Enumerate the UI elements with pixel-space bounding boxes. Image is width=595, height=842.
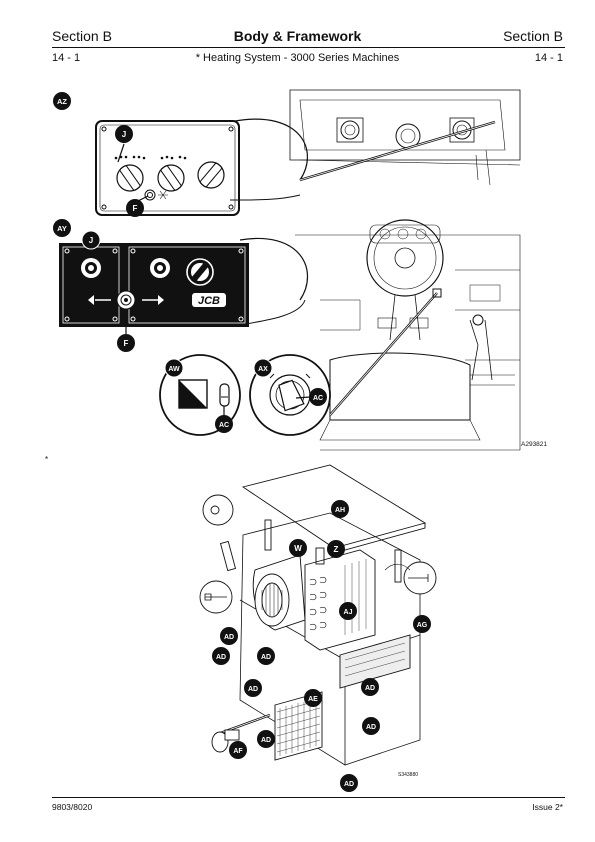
callout-badge-ag: AG <box>413 615 431 633</box>
callout-badge-ac-ax: AC <box>295 388 327 406</box>
svg-text:AY: AY <box>57 224 67 233</box>
callout-badge-ae: AE <box>304 689 322 707</box>
svg-text:AD: AD <box>224 634 234 641</box>
svg-text:J: J <box>122 130 126 139</box>
callout-badge-ad-2: AD <box>212 647 230 665</box>
svg-text:AD: AD <box>261 737 271 744</box>
callout-badge-ad-3: AD <box>257 647 275 665</box>
callout-badge-az: AZ <box>53 92 71 110</box>
svg-text:AJ: AJ <box>344 609 353 616</box>
panel-logo: JCB <box>198 295 220 307</box>
callout-badge-af: AF <box>229 741 247 759</box>
page-subtitle: * Heating System - 3000 Series Machines <box>195 52 400 64</box>
callout-badge-ad-1: AD <box>220 627 238 645</box>
issue-label: Issue 2* <box>532 802 563 812</box>
section-label-right: Section B <box>503 28 563 44</box>
callout-badge-f-az: F <box>126 195 149 217</box>
callout-badge-ac-aw: AC <box>215 406 233 433</box>
callout-badge-ay: AY <box>53 219 71 237</box>
callout-badge-ah: AH <box>331 500 349 518</box>
svg-text:AD: AD <box>366 724 376 731</box>
callout-badge-ax: AX <box>253 358 273 378</box>
svg-text:AD: AD <box>261 654 271 661</box>
svg-text:AC: AC <box>219 422 229 429</box>
callout-badge-j-ay: J <box>81 230 101 258</box>
svg-text:AW: AW <box>168 366 180 373</box>
callout-badge-ad-5: AD <box>244 679 262 697</box>
svg-text:AD: AD <box>248 686 258 693</box>
svg-text:AE: AE <box>308 696 318 703</box>
svg-text:AH: AH <box>335 507 345 514</box>
callout-badge-aw: AW <box>164 358 184 378</box>
svg-text:AG: AG <box>417 622 428 629</box>
figure-id-top: A293821 <box>521 441 548 448</box>
page-number-right: 14 - 1 <box>534 52 563 64</box>
callout-badge-aj: AJ <box>339 602 357 620</box>
callout-badge-f-ay: F <box>117 309 135 352</box>
svg-text:AZ: AZ <box>57 97 67 106</box>
svg-text:AF: AF <box>233 748 243 755</box>
page-number-left: 14 - 1 <box>52 52 81 64</box>
callout-badge-ad-4: AD <box>361 678 379 696</box>
section-label-left: Section B <box>52 28 112 44</box>
change-marker: * <box>45 455 49 464</box>
callout-badge-z: Z <box>327 540 345 558</box>
callout-badge-ad-7: AD <box>257 730 275 748</box>
callout-badge-ad-8: AD <box>340 774 358 792</box>
svg-text:AC: AC <box>313 395 323 402</box>
svg-text:AD: AD <box>216 654 226 661</box>
svg-text:F: F <box>133 204 138 213</box>
callout-badge-w: W <box>289 539 307 557</box>
page-title: Body & Framework <box>233 28 362 44</box>
document-number: 9803/8020 <box>52 802 93 812</box>
callout-badge-j-az: J <box>115 125 133 163</box>
svg-text:Z: Z <box>334 545 339 554</box>
figure-id-bottom: S343880 <box>398 772 419 778</box>
svg-text:W: W <box>294 544 302 553</box>
footer-rule <box>52 797 565 798</box>
svg-text:AD: AD <box>344 781 354 788</box>
svg-text:J: J <box>89 236 93 245</box>
header-rule <box>52 47 565 48</box>
svg-text:F: F <box>124 339 129 348</box>
svg-text:AX: AX <box>258 366 268 373</box>
svg-text:AD: AD <box>365 685 375 692</box>
callout-badge-ad-6: AD <box>362 717 380 735</box>
